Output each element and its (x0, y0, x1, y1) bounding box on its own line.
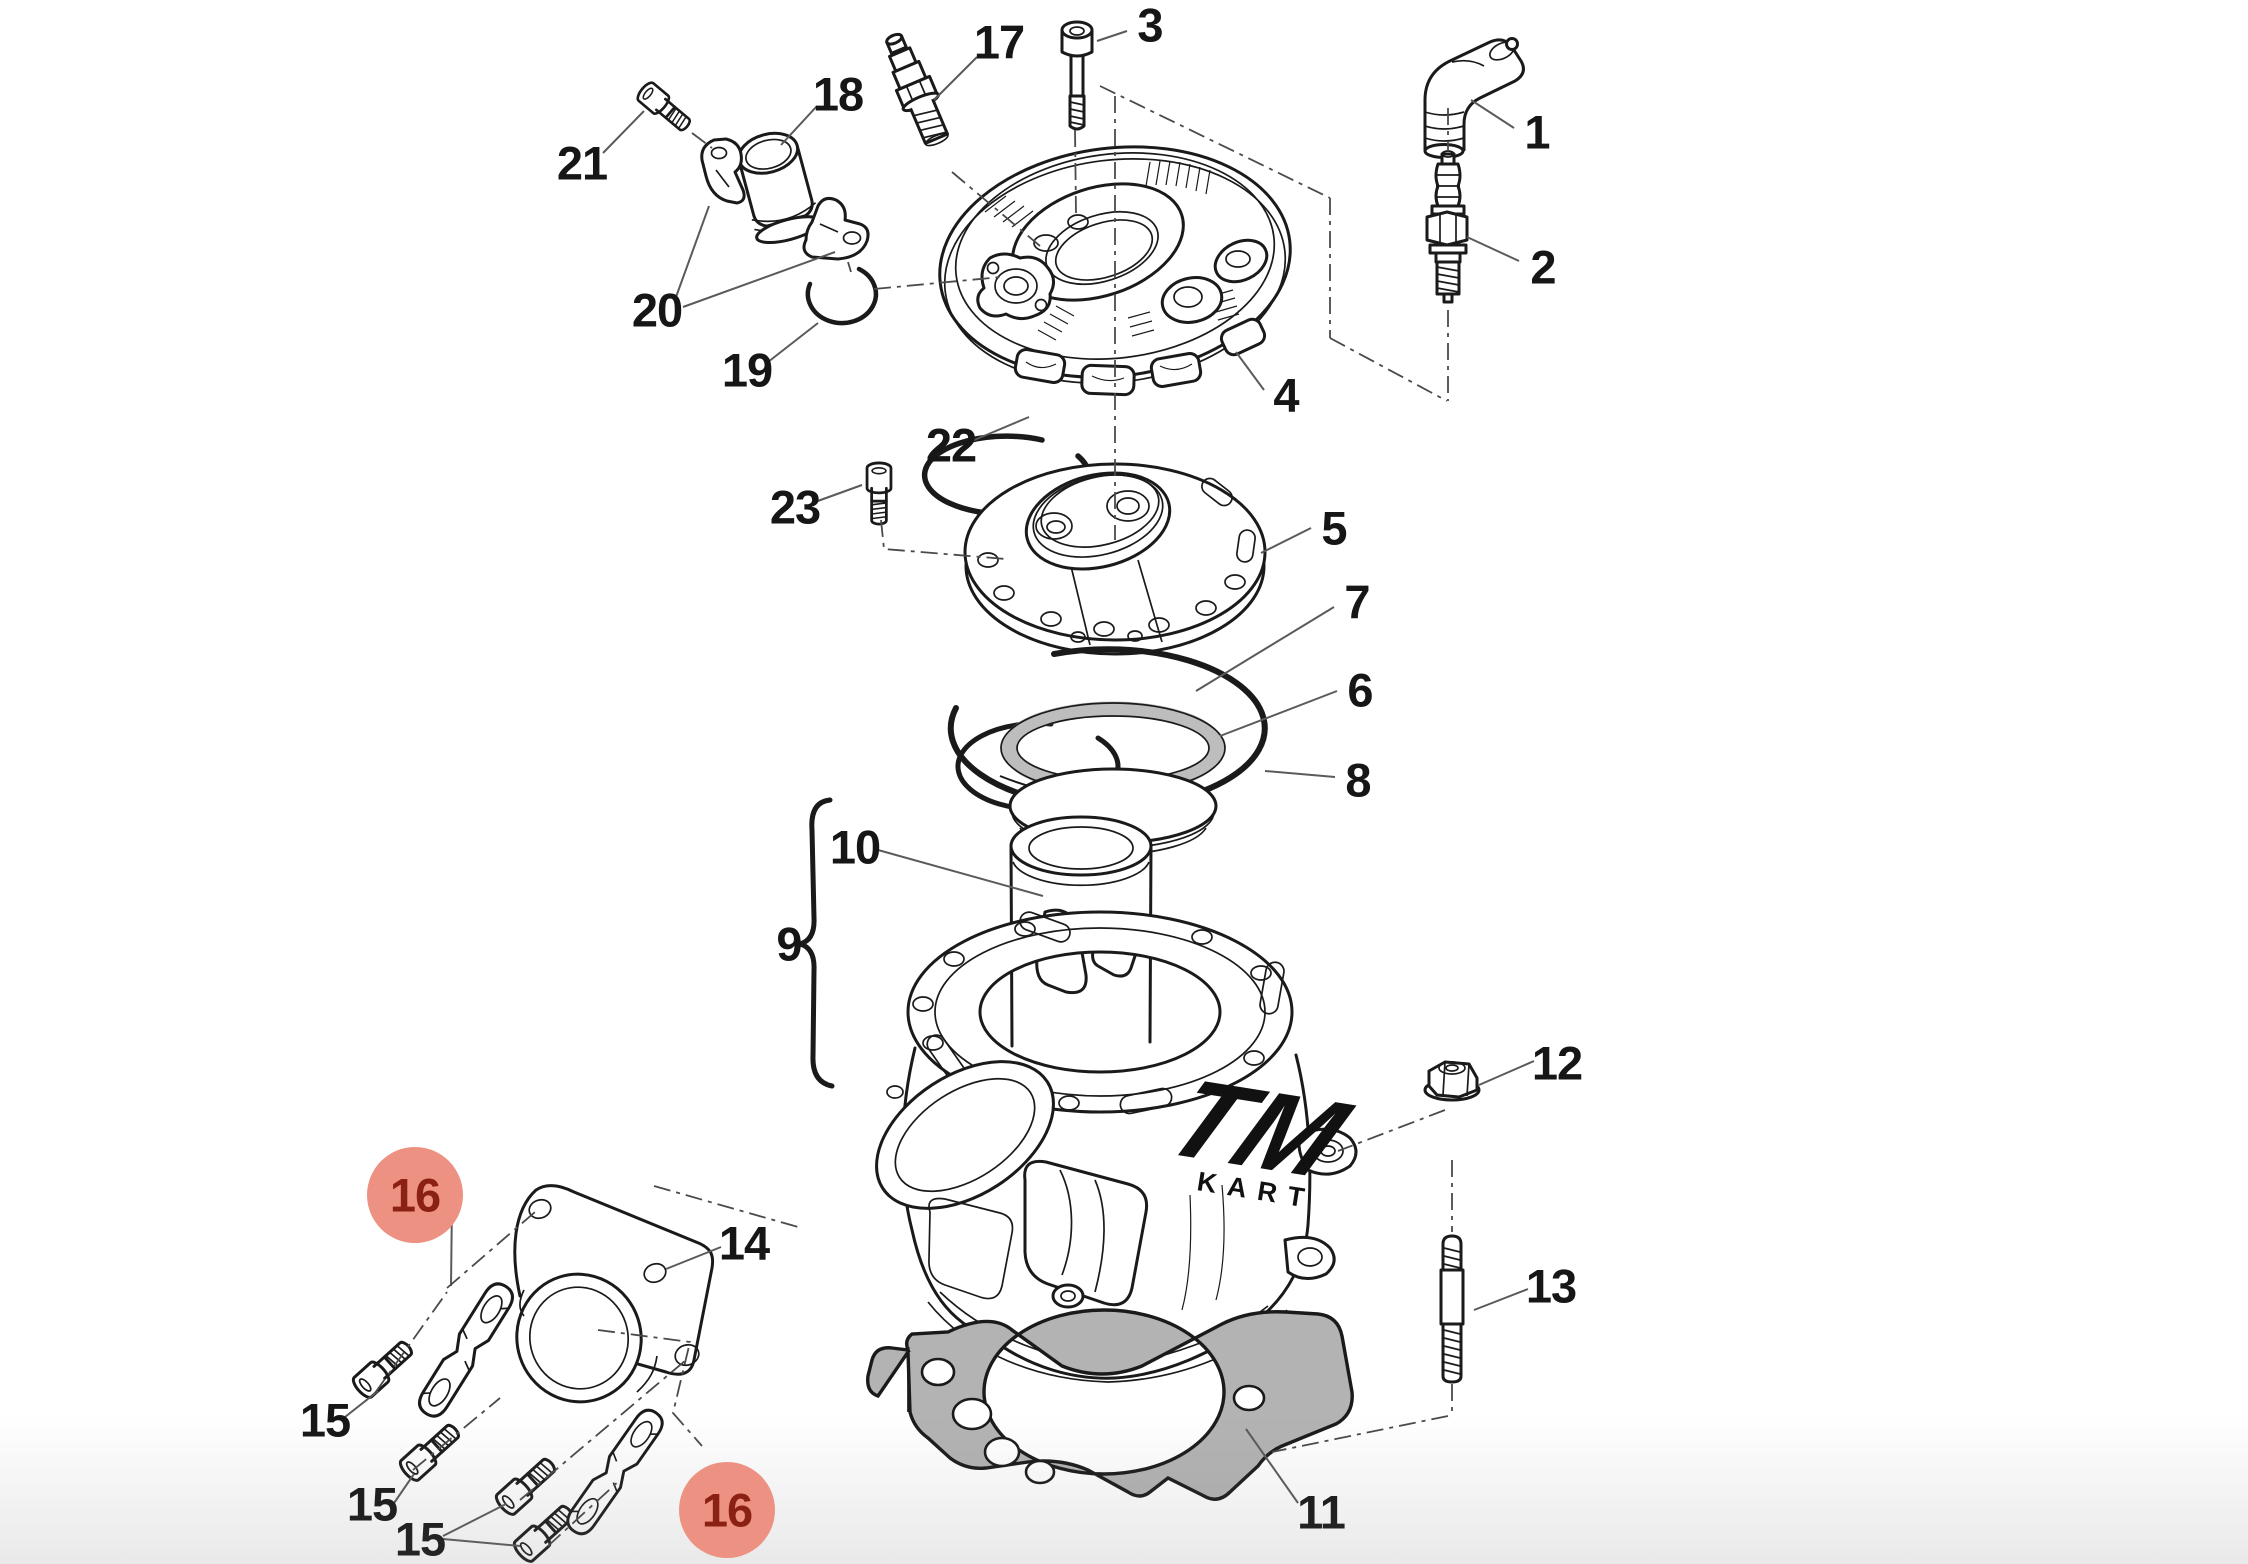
callout-8: 8 (1345, 753, 1371, 807)
callout-13: 13 (1525, 1259, 1577, 1313)
group-9-brace (790, 797, 835, 1089)
callout-15-3: 15 (394, 1512, 446, 1564)
part-retainer-strap-16a (412, 1277, 520, 1423)
callout-14: 14 (718, 1216, 770, 1270)
highlight-circle-16-top (367, 1147, 463, 1243)
callout-12: 12 (1531, 1036, 1583, 1090)
part-socket-screw-15a (348, 1335, 419, 1402)
part-base-gasket (866, 1308, 1354, 1501)
phantom-lines (374, 85, 1453, 1547)
callout-10: 10 (829, 820, 881, 874)
callout-4: 4 (1273, 368, 1299, 422)
part-cylinder-sleeve (1008, 767, 1218, 1048)
callout-17: 17 (973, 15, 1025, 69)
part-spark-plug (1425, 150, 1469, 304)
part-exhaust-manifold (513, 1184, 715, 1404)
part-socket-screw-23 (865, 461, 893, 526)
part-chamber-insert (963, 462, 1267, 656)
part-cylinder-body: TM KART (875, 910, 1368, 1383)
part-spark-plug-cap (1423, 37, 1525, 159)
part-clip-20b (802, 197, 870, 261)
callout-21: 21 (556, 136, 608, 190)
callout-19: 19 (721, 343, 773, 397)
callout-2: 2 (1530, 240, 1556, 294)
part-head-bolt (1060, 20, 1094, 131)
part-stud-bolt (1439, 1234, 1465, 1384)
callout-9: 9 (776, 917, 802, 971)
callout-16-bottom: 16 (701, 1483, 753, 1537)
callout-7: 7 (1344, 575, 1370, 629)
callout-16-top: 16 (389, 1168, 441, 1222)
callout-5: 5 (1321, 501, 1347, 555)
callout-15-2: 15 (346, 1477, 398, 1531)
part-temp-sensor (885, 32, 949, 147)
part-socket-screw-15c (491, 1452, 562, 1519)
callout-22: 22 (925, 418, 977, 472)
part-clip-20a (700, 137, 746, 205)
callout-3: 3 (1137, 0, 1163, 52)
callout-15-1: 15 (299, 1393, 351, 1447)
callout-20: 20 (631, 283, 683, 337)
callout-23: 23 (769, 480, 821, 534)
part-socket-screw-21 (633, 78, 696, 137)
callout-18: 18 (812, 67, 864, 121)
cover-tabs (1013, 317, 1267, 397)
callout-6: 6 (1347, 663, 1373, 717)
highlight-circle-16-bottom (679, 1462, 775, 1558)
callout-11: 11 (1297, 1485, 1346, 1539)
part-flange-nut (1423, 1060, 1481, 1102)
part-circlip (805, 266, 879, 326)
part-socket-screw-15d (509, 1499, 580, 1564)
part-socket-screw-15b (395, 1418, 466, 1485)
callout-1: 1 (1524, 105, 1550, 159)
